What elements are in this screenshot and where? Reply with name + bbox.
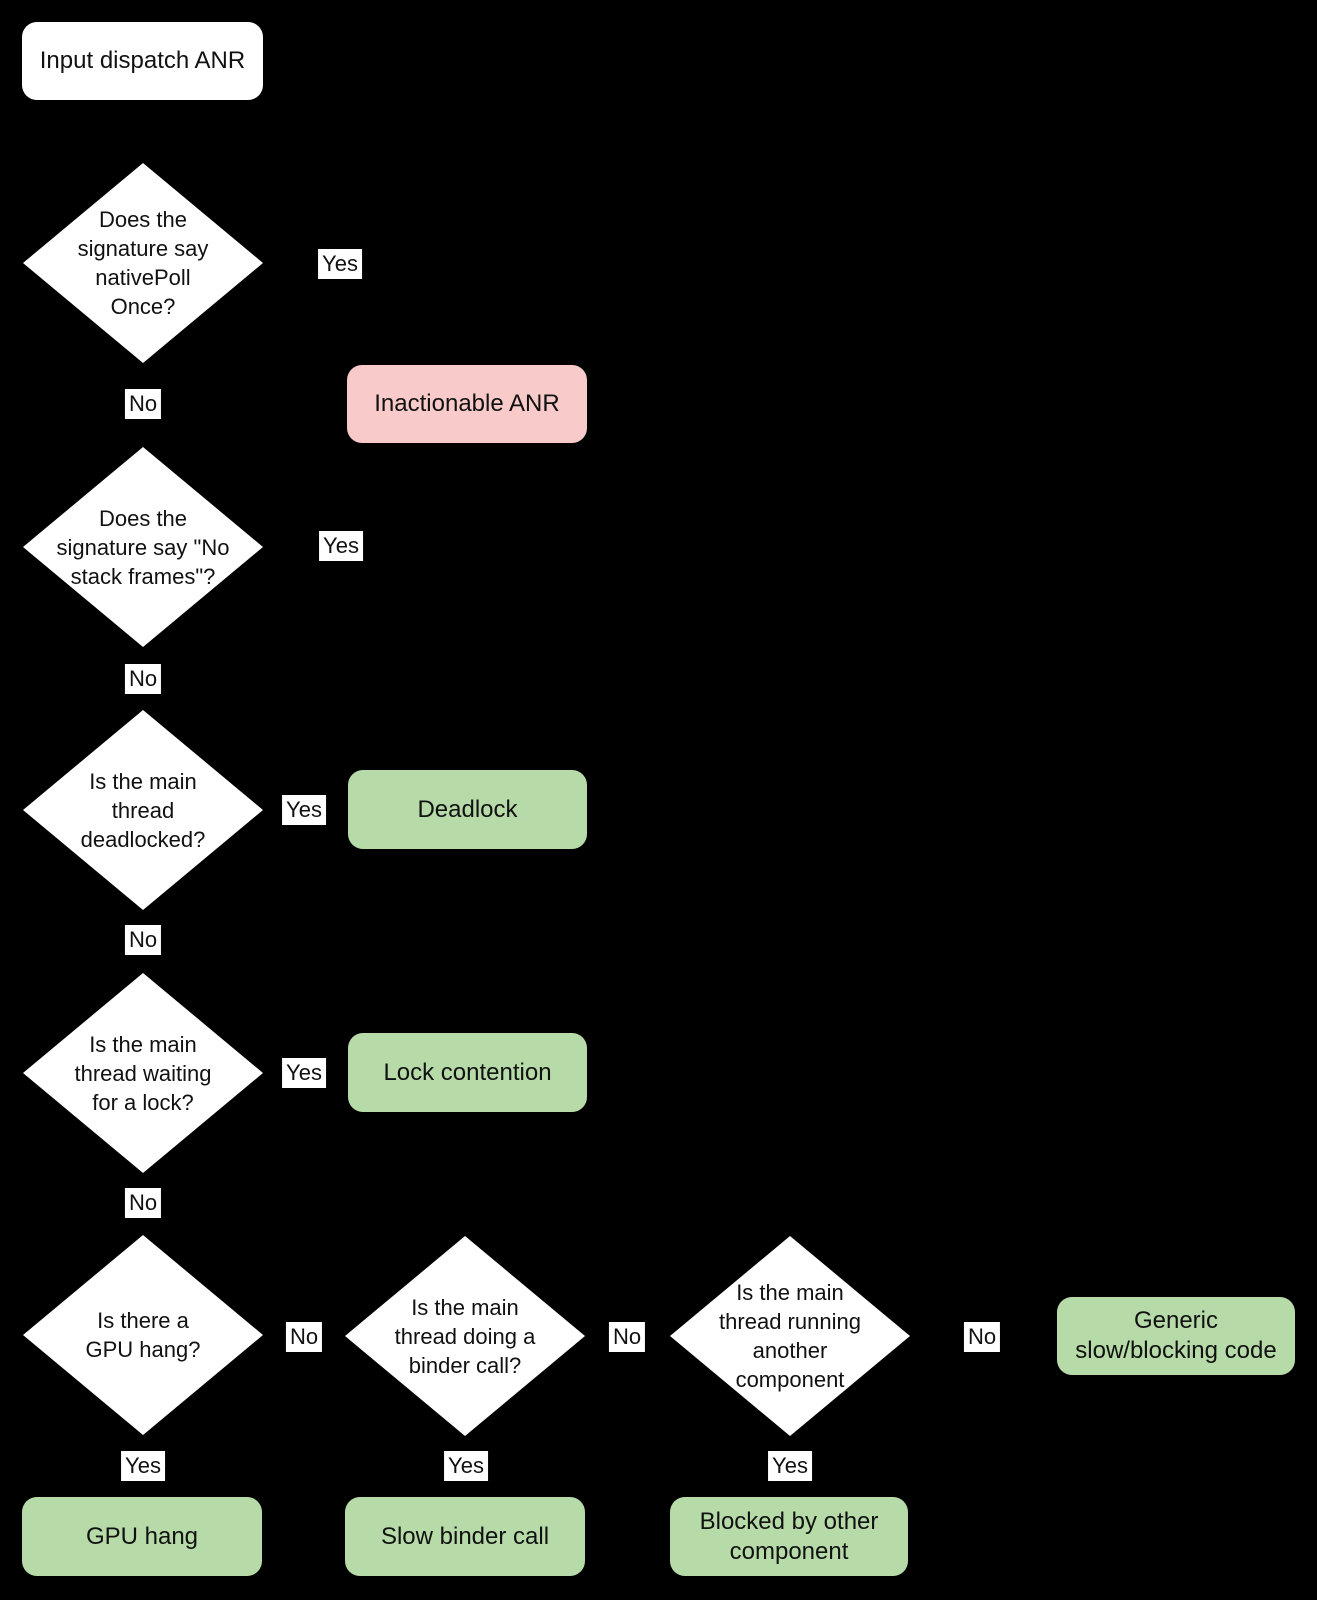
outcome-generic-slow-blocking-code: Generic slow/blocking code [1057, 1297, 1295, 1375]
outcome-label: Inactionable ANR [374, 390, 560, 417]
outcome-label: Generic slow/blocking code [1075, 1307, 1277, 1364]
outcome-deadlock: Deadlock [348, 770, 587, 849]
edge-label-no-other-component: No [963, 1322, 1001, 1352]
edge-label-no-waiting-lock: No [124, 1188, 162, 1218]
outcome-label: Deadlock [417, 795, 518, 823]
edge-label-yes-binder-call: Yes [444, 1451, 488, 1481]
edge-label-yes-gpu-hang: Yes [121, 1451, 165, 1481]
edge-label-no-binder-call: No [608, 1322, 646, 1352]
edge-label-yes-waiting-lock: Yes [282, 1058, 326, 1088]
decision-label: Is the main thread doing a binder call? [394, 1294, 536, 1378]
decision-label: Is the main thread waiting for a lock? [74, 1031, 212, 1115]
outcome-slow-binder-call: Slow binder call [345, 1497, 585, 1576]
outcome-label: GPU hang [85, 1522, 199, 1550]
outcome-inactionable-anr: Inactionable ANR [347, 365, 587, 443]
decision-label: Does the signature say "No stack frames"… [56, 505, 230, 589]
edge-label-no-gpu-hang: No [285, 1322, 323, 1352]
decision-label: Does the signature say nativePoll Once? [77, 207, 209, 319]
edge-label-yes-other-component: Yes [768, 1451, 812, 1481]
decision-label: Is the main thread deadlocked? [80, 768, 206, 852]
edge-label-yes-no-stack-frames: Yes [319, 531, 363, 561]
outcome-blocked-by-other-component: Blocked by other component [670, 1497, 908, 1576]
edge-label-no-no-stack-frames: No [124, 664, 162, 694]
outcome-label: Blocked by other component [699, 1507, 879, 1565]
start-node-input-dispatch-anr: Input dispatch ANR [22, 22, 263, 100]
outcome-label: Lock contention [383, 1058, 552, 1086]
outcome-gpu-hang: GPU hang [22, 1497, 262, 1576]
edge-label-yes-deadlocked: Yes [282, 795, 326, 825]
start-node-label: Input dispatch ANR [39, 47, 246, 74]
outcome-label: Slow binder call [380, 1522, 550, 1550]
decision-label: Is there a GPU hang? [85, 1308, 201, 1362]
edge-label-no-native-poll: No [124, 389, 162, 419]
decision-label: Is the main thread running another compo… [719, 1280, 861, 1392]
edge-label-yes-native-poll: Yes [318, 249, 362, 279]
edge-label-no-deadlocked: No [124, 925, 162, 955]
outcome-lock-contention: Lock contention [348, 1033, 587, 1112]
